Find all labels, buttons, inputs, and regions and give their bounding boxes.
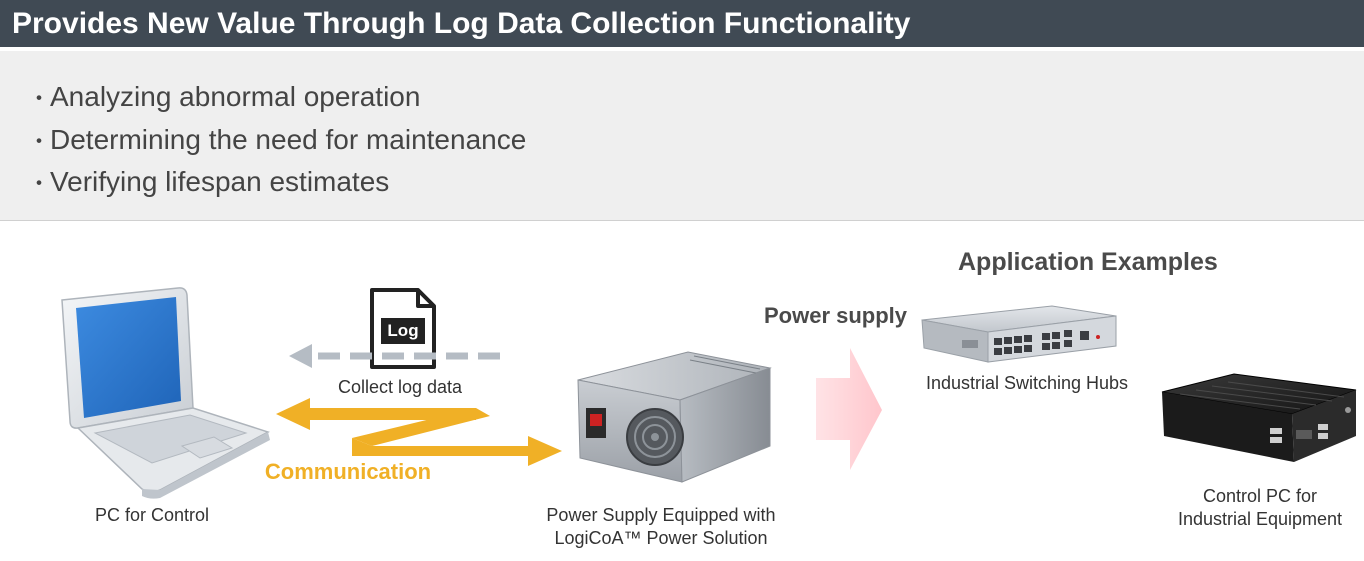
control-pc-icon	[1161, 373, 1357, 462]
switching-hub-icon	[921, 305, 1117, 363]
benefits-list: ・Analyzing abnormal operation ・Determini…	[28, 77, 526, 205]
power-supply-label-line1: Power Supply Equipped with	[546, 505, 776, 525]
bullet-icon: ・	[28, 128, 51, 154]
control-pc-label-line2: Industrial Equipment	[1177, 509, 1343, 529]
laptop-icon	[61, 287, 270, 499]
control-pc-label-line1: Control PC for	[1202, 486, 1318, 506]
communication-arrows	[276, 398, 562, 466]
log-file-icon	[370, 288, 436, 369]
collect-log-label: Collect log data	[337, 377, 463, 397]
page-title: Provides New Value Through Log Data Coll…	[12, 7, 911, 40]
communication-label: Communication	[264, 459, 432, 484]
benefit-text: Analyzing abnormal operation	[50, 81, 421, 112]
list-item: ・Determining the need for maintenance	[28, 120, 526, 163]
power-supply-label-line2: LogiCoA™ Power Solution	[554, 528, 768, 548]
power-supply-icon	[577, 351, 772, 483]
list-item: ・Analyzing abnormal operation	[28, 77, 526, 120]
benefits-panel: ・Analyzing abnormal operation ・Determini…	[0, 51, 1364, 221]
bullet-icon: ・	[28, 86, 51, 111]
power-supply-arrow-label: Power supply	[764, 303, 908, 328]
log-icon-text: Log	[387, 321, 419, 340]
title-bar: Provides New Value Through Log Data Coll…	[0, 0, 1364, 47]
bullet-icon: ・	[28, 171, 51, 196]
power-supply-arrow	[816, 348, 882, 470]
switching-hubs-label: Industrial Switching Hubs	[925, 373, 1129, 393]
benefit-text: Verifying lifespan estimates	[50, 166, 390, 197]
collect-arrow	[289, 344, 500, 368]
benefit-text: Determining the need for maintenance	[50, 123, 527, 155]
list-item: ・Verifying lifespan estimates	[28, 162, 526, 205]
pc-label: PC for Control	[94, 505, 210, 525]
applications-heading: Application Examples	[958, 248, 1218, 276]
